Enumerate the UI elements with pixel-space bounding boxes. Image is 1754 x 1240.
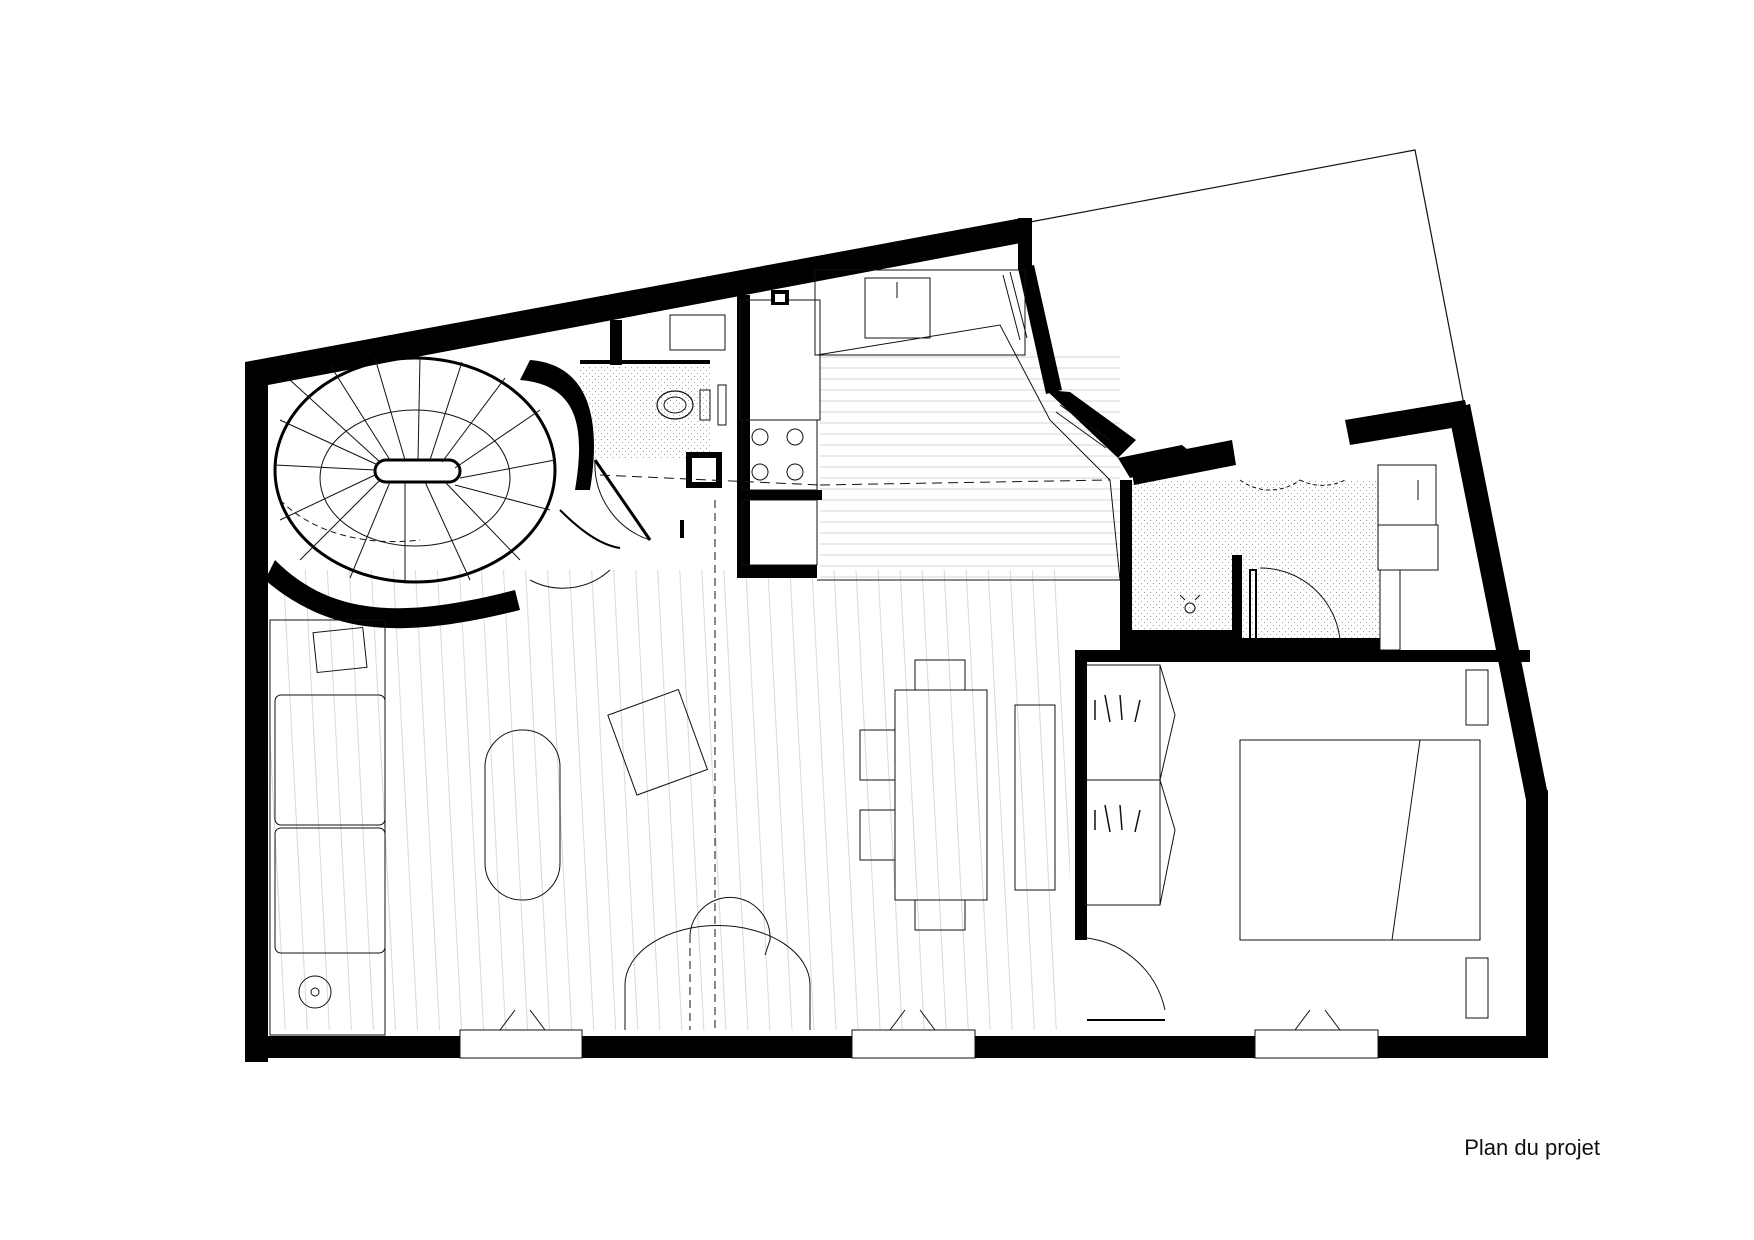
wc-floor [580, 365, 710, 460]
exterior-walls [245, 218, 1548, 1062]
wc [580, 314, 727, 538]
round-table [624, 500, 811, 1030]
shower-icon [1377, 464, 1437, 526]
window-icon [459, 1009, 1379, 1059]
armchair [607, 688, 709, 796]
spiral-staircase-icon [265, 356, 594, 629]
dining-set [859, 659, 1056, 931]
plan-caption: Plan du projet [1464, 1135, 1600, 1160]
kitchen-floor [599, 324, 1121, 581]
terrace-outline [1029, 149, 1466, 411]
bedroom [1075, 650, 1530, 1021]
cooktop-icon [741, 419, 818, 491]
window-icon [1002, 271, 1111, 449]
light-fixture-icon [1179, 594, 1201, 614]
door-swing-icon [529, 459, 652, 589]
door-swing-icon [1086, 937, 1166, 1021]
closet [1084, 664, 1176, 906]
toilet-icon [656, 389, 711, 421]
sofa [269, 619, 386, 1036]
coffee-table [484, 729, 561, 901]
kitchen [737, 269, 1026, 578]
bathroom [1120, 464, 1439, 651]
sink-icon [864, 277, 931, 339]
bed [1239, 739, 1481, 941]
living-floor [270, 570, 1070, 1030]
corridor-floor [820, 348, 1120, 583]
